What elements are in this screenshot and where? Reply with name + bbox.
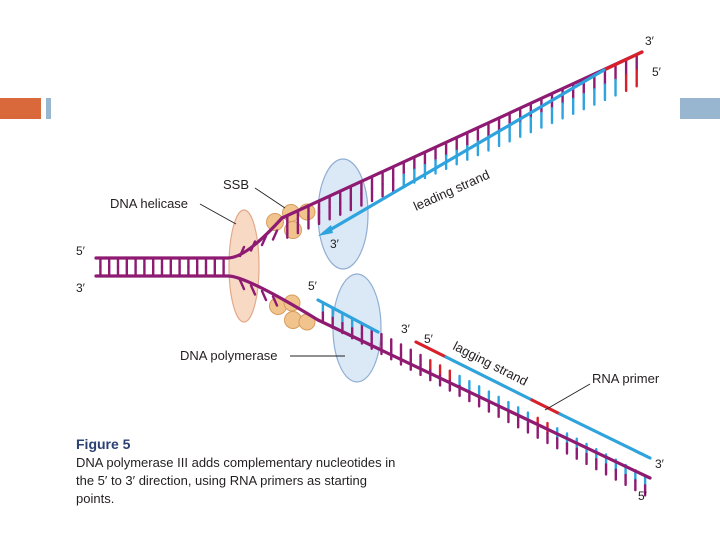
lower-template-5-prime: 5′: [308, 279, 318, 293]
ssb-label: SSB: [223, 177, 249, 192]
left-bottom-3-prime: 3′: [76, 281, 86, 295]
dna-polymerase-label: DNA polymerase: [180, 348, 278, 363]
ssb-leader-line: [254, 187, 286, 209]
slide-accent-blue: [680, 98, 720, 119]
unpaired-base: [260, 234, 268, 247]
figure-title: Figure 5: [76, 436, 131, 452]
dna-helicase-label: DNA helicase: [110, 196, 188, 211]
leading-strand-backbone: [326, 68, 606, 233]
helicase-leader-line: [199, 203, 237, 225]
strand-backbones: [94, 50, 652, 480]
leading-strand-arrowhead: [318, 225, 333, 236]
okazaki-fragment-backbone: [558, 412, 652, 460]
bottom-right-3-prime: 3′: [655, 457, 665, 471]
okazaki-fragment-backbone: [444, 355, 534, 402]
unpaired-base: [260, 289, 268, 302]
ssb-proteins: [266, 203, 316, 331]
top-parental-backbone: [94, 216, 284, 260]
lagging-primer-backbone-2: [530, 398, 562, 416]
unpaired-base: [271, 229, 279, 241]
figure-description: DNA polymerase III adds complementary nu…: [76, 455, 396, 506]
slide-accent-orange: [0, 98, 41, 119]
unpaired-base: [249, 284, 257, 296]
slide-accent-divider: [46, 98, 51, 119]
left-top-5-prime: 5′: [76, 244, 86, 258]
dna-helicase-shape: [228, 209, 260, 323]
bottom-right-5-prime: 5′: [638, 489, 648, 503]
leading-strand-3-prime: 3′: [330, 237, 340, 251]
top-right-5-prime: 5′: [652, 65, 662, 79]
dna-polymerase-upper-shape: [317, 158, 369, 270]
unpaired-base: [238, 278, 246, 291]
okazaki-fragment-backbone: [316, 298, 380, 334]
rna-primer-label: RNA primer: [592, 371, 660, 386]
upper-primer-backbone: [602, 50, 644, 72]
lagging-fragment-3-prime: 3′: [401, 322, 411, 336]
bottom-parental-backbone: [94, 274, 320, 322]
lagging-primer-backbone-1: [414, 340, 448, 359]
upper-template-backbone: [280, 50, 644, 220]
rna-primer-leader-line: [544, 383, 591, 411]
lower-template-backbone: [316, 318, 652, 480]
top-right-3-prime: 3′: [645, 34, 655, 48]
unpaired-base: [271, 295, 279, 307]
figure-caption: Figure 5 DNA polymerase III adds complem…: [76, 436, 406, 508]
lagging-fragment-5-prime: 5′: [424, 332, 434, 346]
